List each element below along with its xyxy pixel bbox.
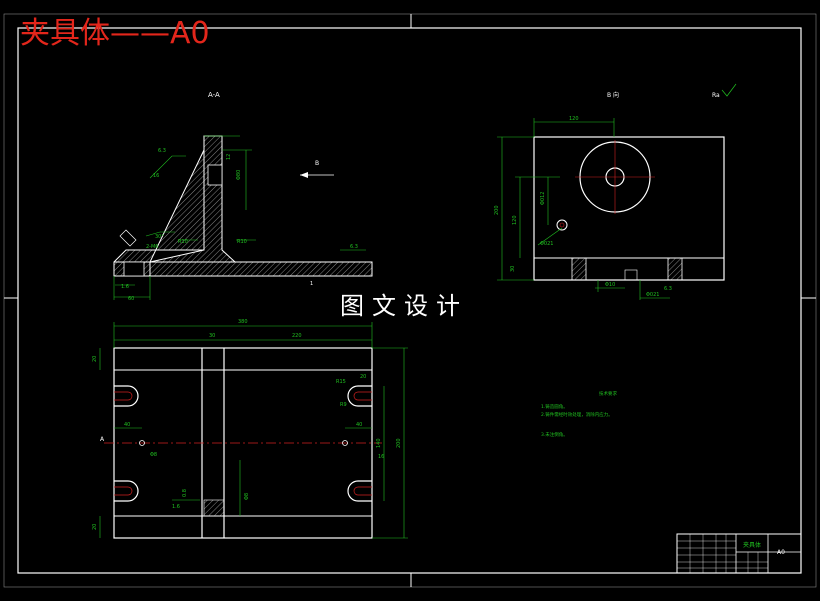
tech-heading: 技术要求	[599, 390, 617, 397]
svg-text:12: 12	[226, 154, 232, 160]
svg-text:Φ021: Φ021	[646, 292, 659, 298]
direction-arrow-label: B	[315, 160, 319, 167]
svg-text:R10: R10	[237, 239, 247, 245]
svg-text:16: 16	[378, 454, 384, 460]
svg-text:1.6: 1.6	[172, 504, 180, 510]
svg-text:20: 20	[92, 356, 98, 362]
svg-text:Φ8: Φ8	[150, 452, 157, 458]
svg-text:1: 1	[310, 281, 313, 287]
svg-text:6.3: 6.3	[158, 148, 166, 154]
watermark-text: 图文设计	[336, 286, 472, 321]
svg-text:40: 40	[124, 422, 130, 428]
title-block: 夹具体 A0	[676, 533, 802, 574]
svg-text:20: 20	[360, 374, 366, 380]
svg-text:30: 30	[510, 266, 516, 272]
svg-text:120: 120	[569, 116, 579, 122]
svg-text:6.3: 6.3	[350, 244, 358, 250]
drawing-title: 夹具体——A0	[20, 16, 210, 51]
svg-text:30: 30	[209, 333, 215, 339]
svg-text:380: 380	[238, 319, 248, 325]
svg-text:R9: R9	[340, 402, 347, 408]
top-view: A 380 30 220 20 20 200 140 40	[92, 319, 408, 539]
svg-text:220: 220	[292, 333, 302, 339]
svg-text:6.3: 6.3	[664, 286, 672, 292]
svg-text:200: 200	[396, 438, 402, 448]
svg-text:60: 60	[128, 296, 134, 302]
svg-text:Φ80: Φ80	[236, 170, 242, 180]
svg-text:0.8: 0.8	[182, 489, 188, 497]
title-block-name: 夹具体	[743, 541, 761, 549]
svg-text:Φ8: Φ8	[244, 493, 250, 500]
title-block-code: A0	[777, 549, 785, 556]
section-label: A-A	[208, 91, 220, 99]
svg-text:2-M6: 2-M6	[146, 244, 158, 250]
svg-text:40: 40	[356, 422, 362, 428]
svg-text:120: 120	[512, 215, 518, 225]
drawing-frame	[3, 13, 817, 588]
tech-item-3: 3.未注倒角。	[541, 431, 568, 438]
view-b-label: B 向	[607, 91, 619, 99]
tech-requirements: 技术要求 1.铸造圆角。 2.铸件需经时效处理，消除内应力。 3.未注倒角。	[541, 390, 617, 438]
side-view-b: B 向 Ra 120 200	[494, 83, 737, 300]
svg-text:Φ021: Φ021	[540, 241, 553, 247]
tech-item-1: 1.铸造圆角。	[541, 403, 568, 410]
svg-text:16: 16	[153, 173, 159, 179]
svg-text:Φ012: Φ012	[540, 192, 546, 205]
svg-text:Ra: Ra	[712, 92, 720, 99]
svg-text:30°: 30°	[155, 234, 164, 240]
svg-text:R10: R10	[178, 239, 188, 245]
svg-text:Φ10: Φ10	[605, 282, 615, 288]
svg-text:140: 140	[376, 438, 382, 448]
svg-text:200: 200	[494, 205, 500, 215]
svg-text:20: 20	[92, 524, 98, 530]
front-section-view: A-A 16 6.3 30° 2-M6 R10 R10	[113, 91, 373, 302]
svg-text:R15: R15	[336, 379, 346, 385]
tech-item-2: 2.铸件需经时效处理，消除内应力。	[541, 411, 613, 418]
svg-text:1.6: 1.6	[121, 284, 129, 290]
section-marker-left: A	[100, 436, 105, 443]
